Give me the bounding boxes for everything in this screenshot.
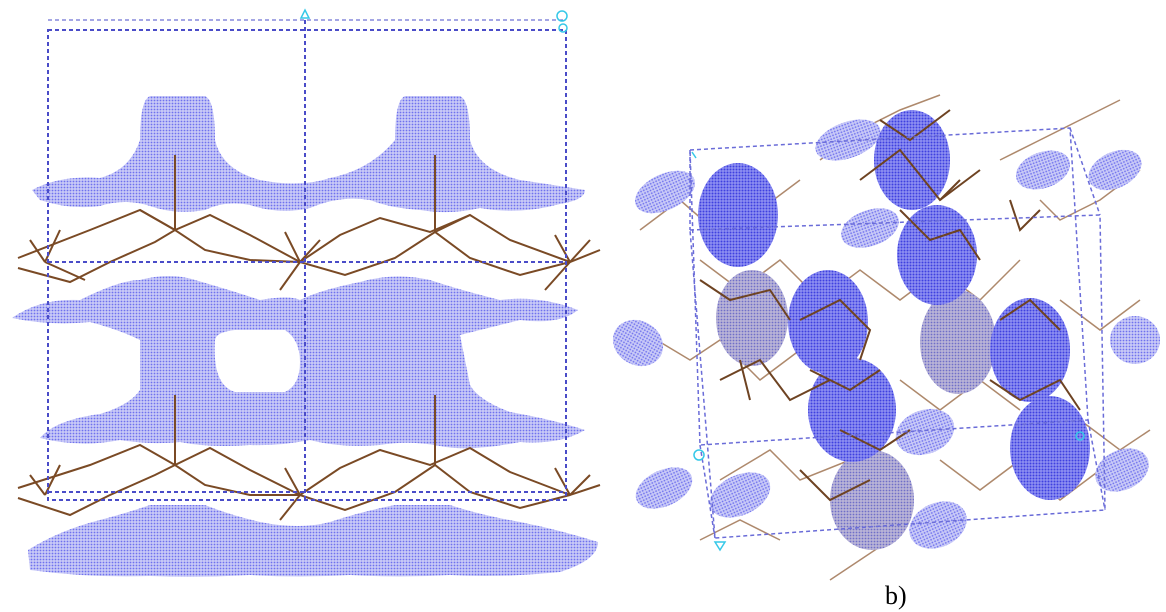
panel-b-void-surfaces (612, 110, 1160, 550)
void-surface (788, 270, 868, 374)
void-surface (716, 270, 788, 366)
panel-a (12, 8, 601, 577)
void-surface (990, 298, 1070, 402)
panel-b-unit-cell (689, 127, 1106, 539)
panel-a-framework (17, 155, 601, 521)
void-surface (895, 408, 955, 456)
void-surface (815, 119, 881, 161)
void-surface (1010, 396, 1090, 500)
void-surface (698, 163, 778, 267)
void-surface (32, 96, 585, 213)
void-surface (709, 472, 771, 518)
void-surface (635, 170, 695, 214)
axis-marker-icon (713, 541, 727, 552)
axis-marker-icon (558, 23, 568, 33)
void-surface (1015, 150, 1071, 190)
panel-b-framework (699, 109, 1081, 502)
void-surface (874, 110, 950, 210)
axis-marker-icon (691, 151, 697, 159)
void-surface (635, 467, 693, 509)
void-surface (1088, 149, 1142, 191)
panel-a-void-surfaces (12, 96, 598, 577)
axis-marker-icon (299, 8, 311, 19)
axis-marker-icon (556, 10, 568, 22)
panel-a-unit-cell (47, 19, 567, 501)
panel-b-label: b) (885, 581, 907, 610)
void-surface (920, 290, 996, 394)
void-surface (12, 276, 585, 449)
void-surface (28, 505, 598, 577)
void-surface (612, 319, 664, 367)
axis-marker-icon (693, 449, 705, 461)
panel-b (612, 94, 1160, 581)
void-surface (909, 501, 967, 549)
axis-marker-icon (1075, 431, 1085, 441)
void-surface (830, 450, 914, 550)
void-surface (841, 208, 899, 248)
void-surface (808, 358, 896, 462)
panel-b-axis-markers (691, 151, 1085, 552)
void-surface (1110, 316, 1160, 364)
panel-a-axis-markers (299, 8, 568, 33)
void-surface (1095, 448, 1149, 492)
